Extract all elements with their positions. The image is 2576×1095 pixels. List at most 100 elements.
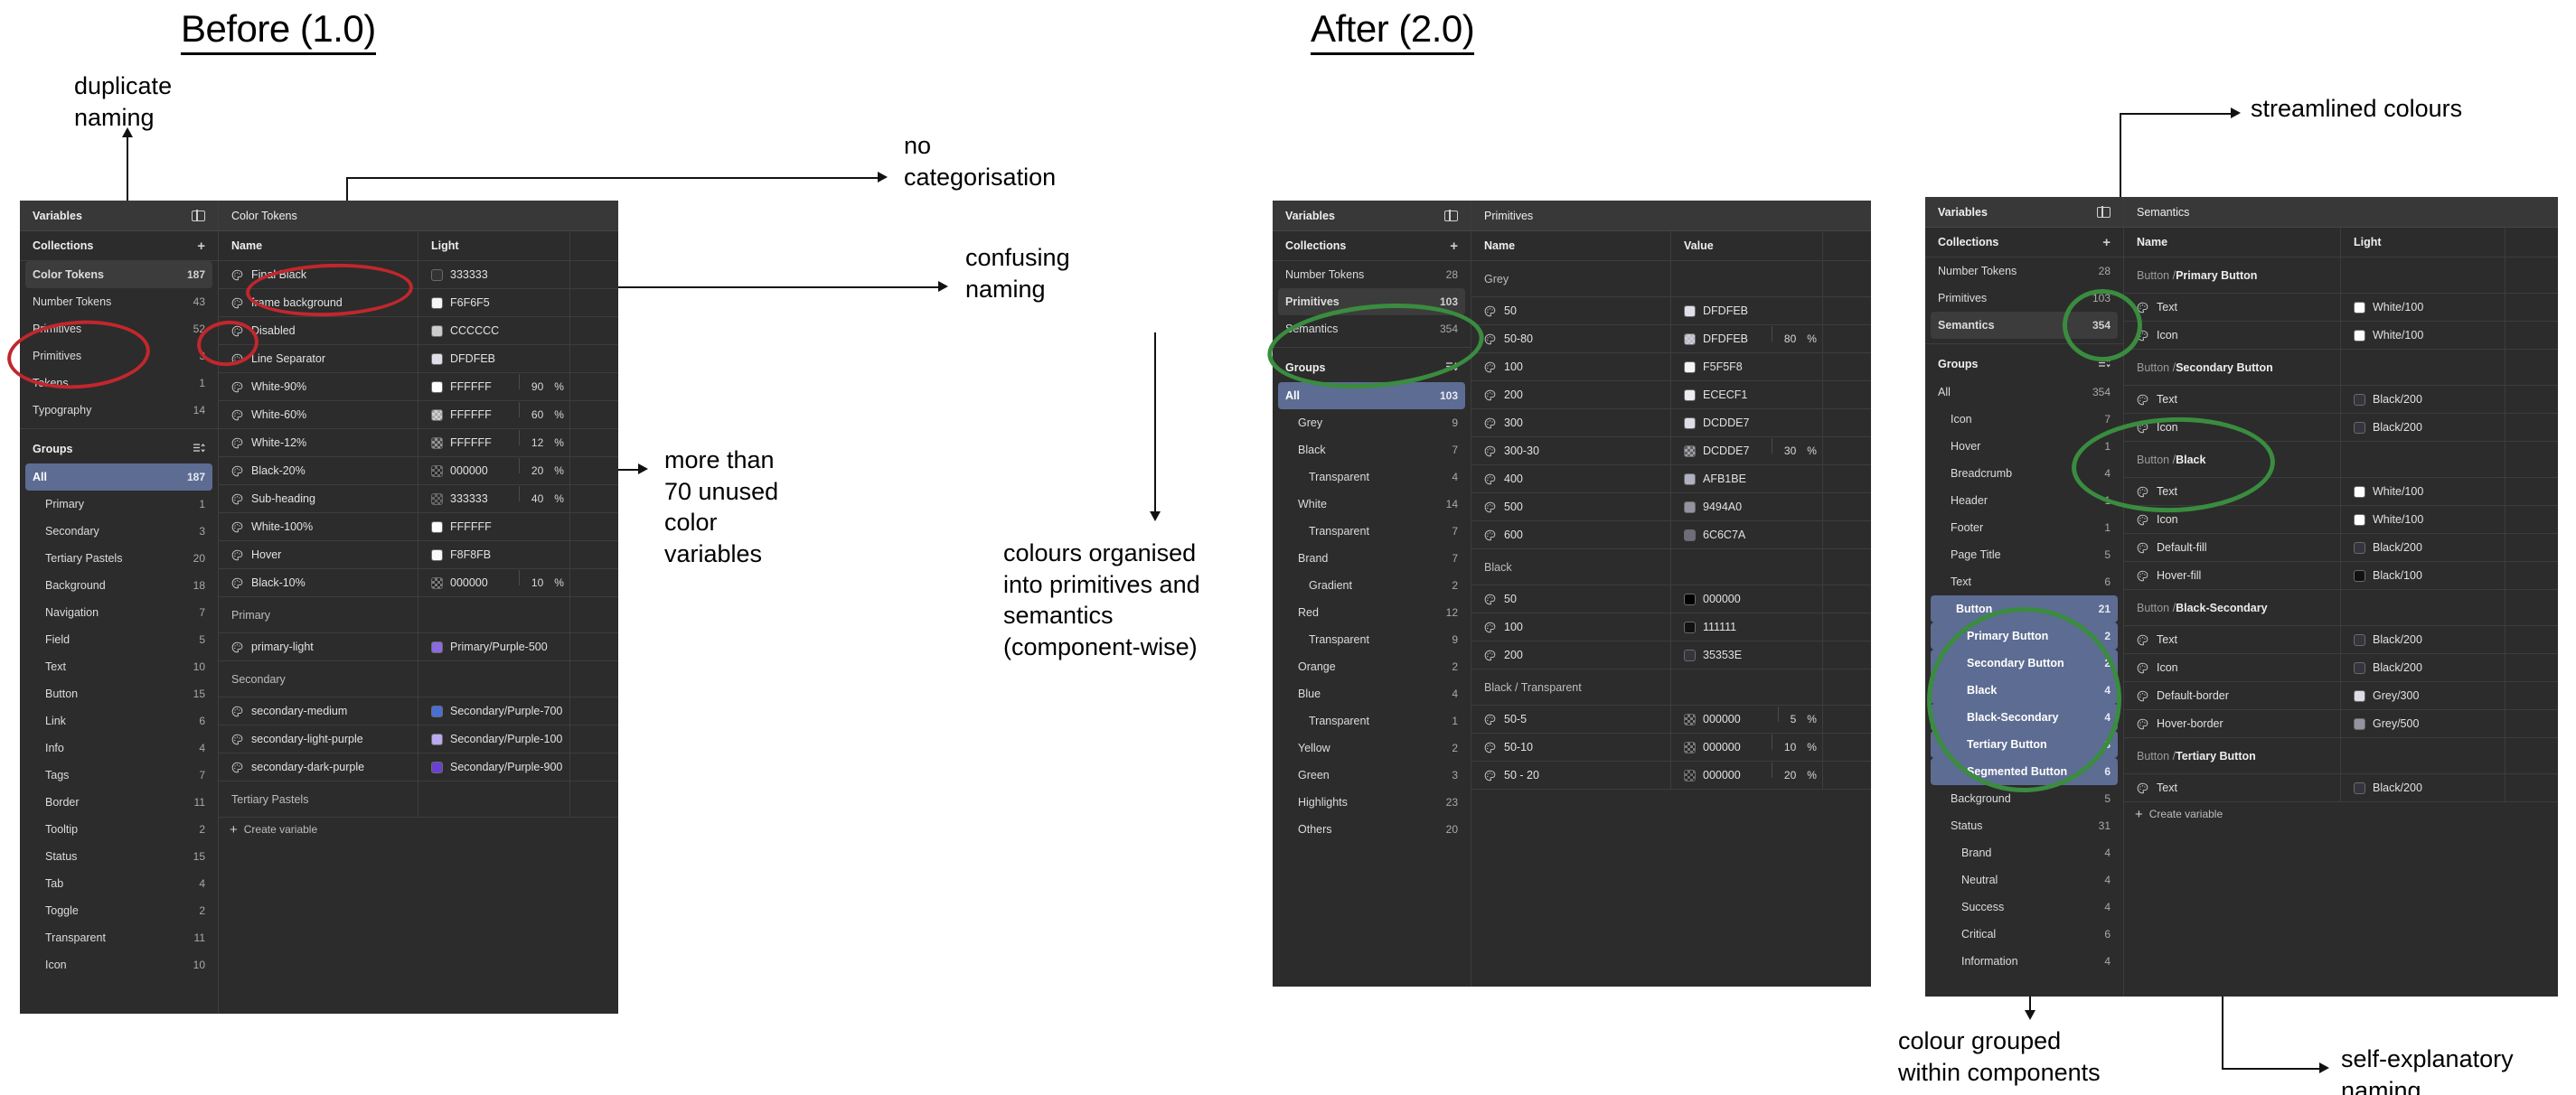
row-value-cell[interactable]: F6F6F5 (418, 289, 570, 316)
plus-icon[interactable]: + (197, 238, 205, 254)
color-swatch[interactable] (431, 641, 443, 653)
row-name-cell[interactable]: secondary-light-purple (219, 725, 418, 753)
color-swatch[interactable] (2354, 661, 2365, 674)
row-name-cell[interactable]: 50-10 (1471, 734, 1671, 761)
row-name-cell[interactable]: Icon (2124, 654, 2341, 681)
color-swatch[interactable] (431, 352, 443, 365)
row-value-cell[interactable]: DCDDE7 (1671, 409, 1823, 436)
color-swatch[interactable] (431, 408, 443, 421)
color-swatch[interactable] (2354, 717, 2365, 730)
color-swatch[interactable] (1684, 649, 1696, 661)
row-name-cell[interactable]: secondary-dark-purple (219, 753, 418, 781)
row-name-cell[interactable]: Icon (2124, 322, 2341, 349)
row-name-cell[interactable]: 300 (1471, 409, 1671, 436)
row-name-cell[interactable]: 200 (1471, 641, 1671, 669)
color-swatch[interactable] (1684, 621, 1696, 633)
plus-icon[interactable]: + (2102, 234, 2111, 250)
opacity-field[interactable]: 20% (1771, 763, 1817, 781)
row-value-cell[interactable]: Black/200 (2341, 414, 2506, 441)
color-swatch[interactable] (431, 436, 443, 449)
color-swatch[interactable] (1684, 332, 1696, 345)
row-name-cell[interactable]: Text (2124, 386, 2341, 413)
row-name-cell[interactable]: primary-light (219, 633, 418, 660)
color-swatch[interactable] (431, 761, 443, 773)
color-swatch[interactable] (2354, 393, 2365, 406)
opacity-field[interactable]: 10% (518, 570, 564, 589)
row-value-cell[interactable]: Secondary/Purple-100 (418, 725, 570, 753)
row-name-cell[interactable]: 50-80 (1471, 325, 1671, 352)
color-swatch[interactable] (1684, 360, 1696, 373)
row-value-cell[interactable]: 35353E (1671, 641, 1823, 669)
row-value-cell[interactable]: 6C6C7A (1671, 521, 1823, 548)
row-name-cell[interactable]: Final Black (219, 261, 418, 288)
color-swatch[interactable] (2354, 485, 2365, 498)
panel-toggle-icon[interactable] (1444, 210, 1458, 221)
row-value-cell[interactable]: White/100 (2341, 294, 2506, 321)
row-name-cell[interactable]: Line Separator (219, 345, 418, 372)
row-value-cell[interactable]: F5F5F8 (1671, 353, 1823, 380)
row-value-cell[interactable]: F8F8FB (418, 541, 570, 568)
row-value-cell[interactable]: Grey/500 (2341, 710, 2506, 737)
color-swatch[interactable] (2354, 633, 2365, 646)
color-swatch[interactable] (431, 733, 443, 745)
row-name-cell[interactable]: 50-5 (1471, 706, 1671, 733)
color-swatch[interactable] (2354, 781, 2365, 794)
row-name-cell[interactable]: Sub-heading (219, 485, 418, 512)
color-swatch[interactable] (1684, 388, 1696, 401)
row-value-cell[interactable]: Grey/300 (2341, 682, 2506, 709)
color-swatch[interactable] (1684, 713, 1696, 725)
row-name-cell[interactable]: frame background (219, 289, 418, 316)
color-swatch[interactable] (1684, 445, 1696, 457)
row-name-cell[interactable]: 500 (1471, 493, 1671, 520)
before-create-variable[interactable]: + Create variable (219, 818, 618, 841)
row-value-cell[interactable]: Primary/Purple-500 (418, 633, 570, 660)
row-value-cell[interactable]: 9494A0 (1671, 493, 1823, 520)
